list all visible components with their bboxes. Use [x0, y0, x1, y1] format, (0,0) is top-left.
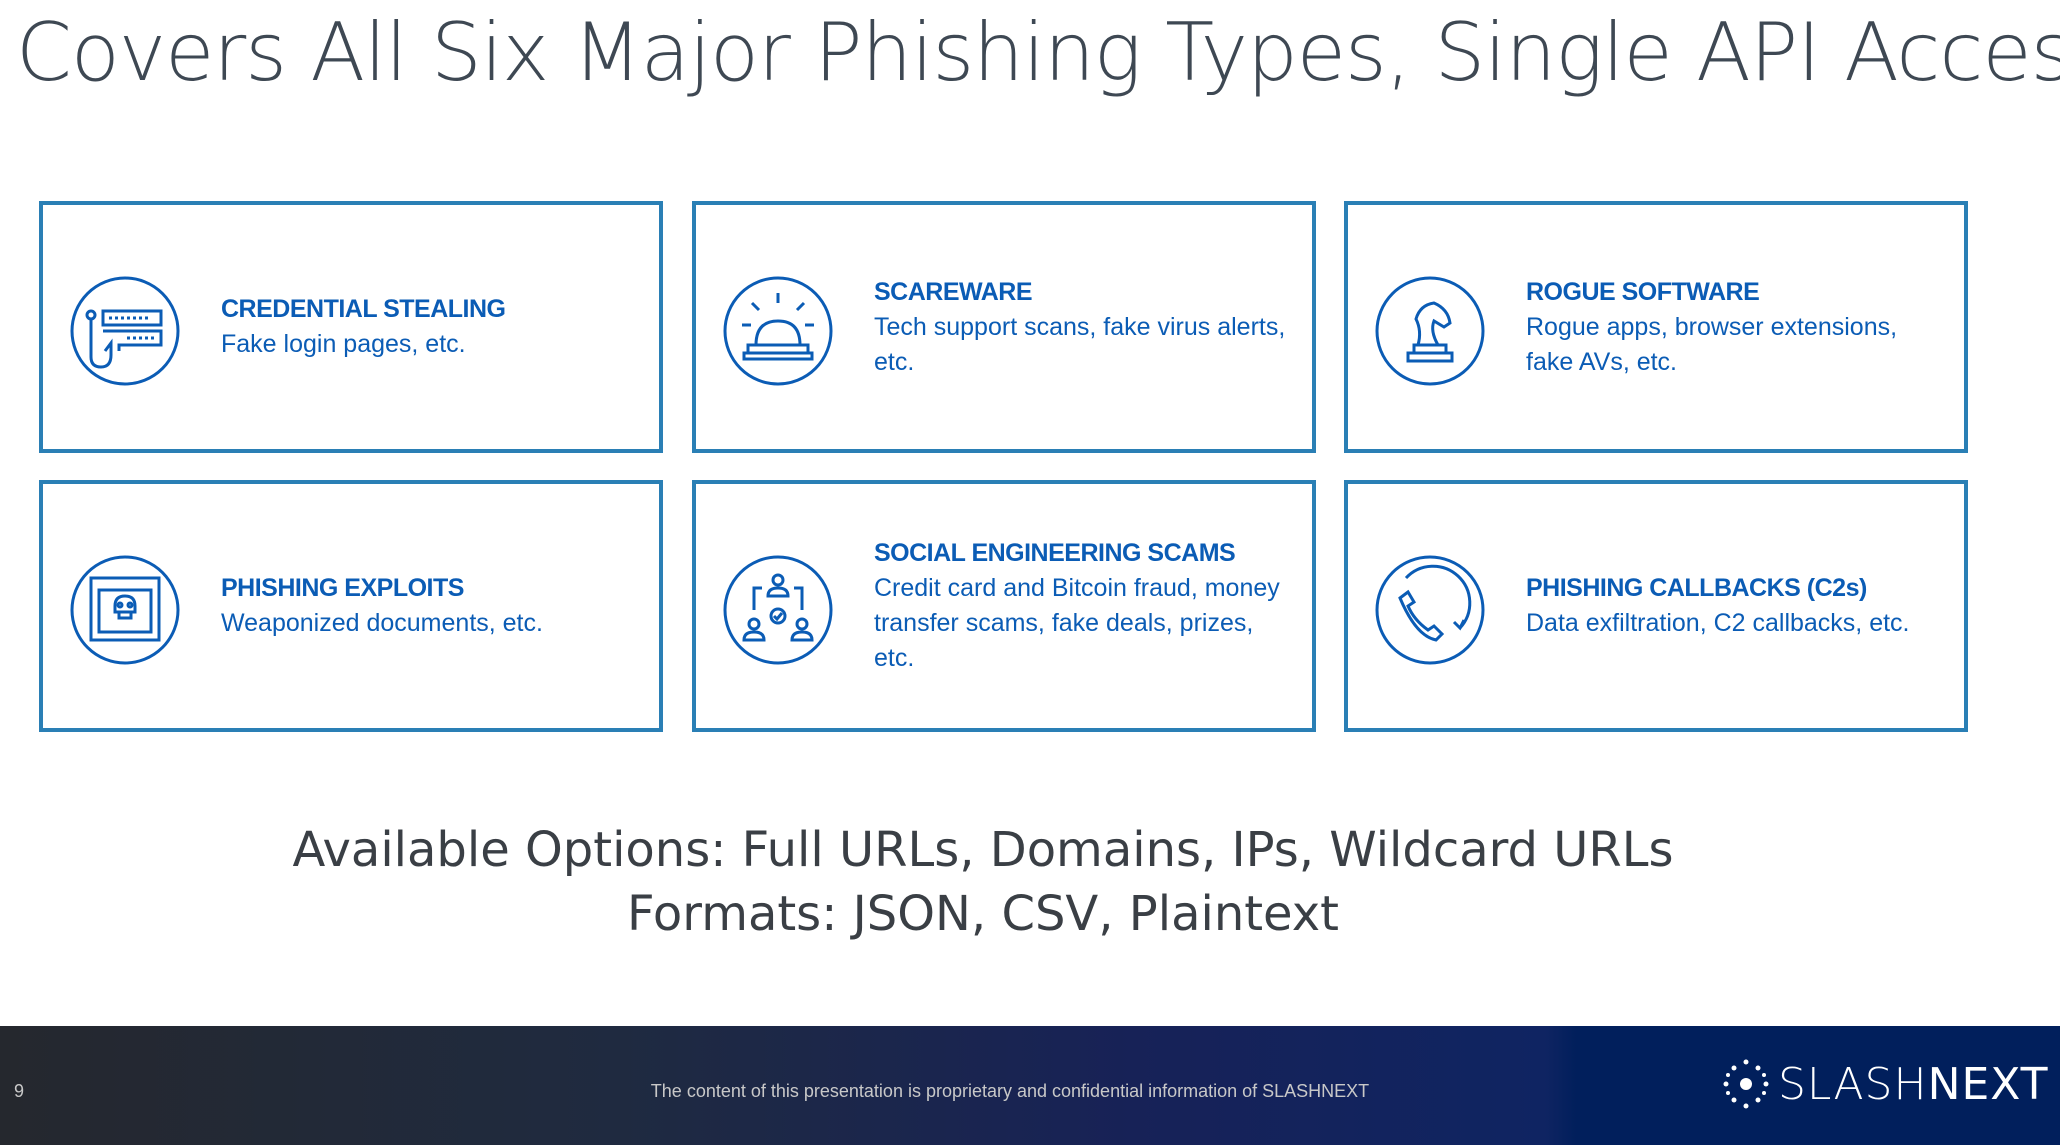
- footer-bar: [0, 1026, 2060, 1145]
- card-rogue-software: ROGUE SOFTWARE Rogue apps, browser extens…: [1344, 201, 1968, 453]
- alarm-siren-icon: [723, 276, 833, 386]
- card-body: Weaponized documents, etc.: [221, 609, 543, 637]
- page-number: 9: [14, 1081, 25, 1101]
- card-phishing-callbacks: PHISHING CALLBACKS (C2s) Data exfiltratio…: [1344, 480, 1968, 732]
- card-credential-stealing: CREDENTIAL STEALING Fake login pages, etc…: [39, 201, 663, 453]
- card-scareware: SCAREWARE Tech support scans, fake virus …: [692, 201, 1316, 453]
- card-body: Data exfiltration, C2 callbacks, etc.: [1526, 609, 1910, 637]
- card-heading: SCAREWARE: [874, 277, 1033, 306]
- options-text: Available Options: Full URLs, Domains, I…: [0, 818, 1966, 946]
- card-body: Tech support scans, fake virus alerts, e…: [874, 312, 1286, 376]
- card-heading: SOCIAL ENGINEERING SCAMS: [874, 539, 1236, 567]
- card-heading: PHISHING EXPLOITS: [221, 574, 464, 602]
- card-phishing-exploits: PHISHING EXPLOITS Weaponized documents, e…: [39, 480, 663, 732]
- formats-line: Formats: JSON, CSV, Plaintext: [627, 886, 1339, 942]
- slide-title: Covers All Six Major Phishing Types, Sin…: [16, 6, 2060, 99]
- skull-document-icon: [70, 555, 180, 665]
- slashnext-logo: SLASHNEXT: [1722, 1058, 2049, 1110]
- chess-knight-icon: [1375, 276, 1485, 386]
- card-social-engineering: SOCIAL ENGINEERING SCAMS Credit card and …: [692, 480, 1316, 732]
- card-heading: PHISHING CALLBACKS (C2s): [1526, 574, 1867, 602]
- card-heading: ROGUE SOFTWARE: [1526, 277, 1760, 306]
- phone-callback-icon: [1375, 555, 1485, 665]
- people-network-icon: [723, 555, 833, 665]
- logo-next: NEXT: [1927, 1058, 2049, 1110]
- confidential-notice: The content of this presentation is prop…: [650, 1081, 1370, 1101]
- logo-mark-icon: [1723, 1059, 1769, 1109]
- hook-login-icon: [70, 276, 180, 386]
- card-body: Rogue apps, browser extensions, fake AVs…: [1526, 312, 1898, 376]
- card-body: Credit card and Bitcoin fraud, money tra…: [874, 574, 1280, 672]
- logo-slash: SLASH: [1778, 1058, 1928, 1110]
- card-heading: CREDENTIAL STEALING: [221, 295, 506, 323]
- card-body: Fake login pages, etc.: [221, 330, 466, 358]
- options-line: Available Options: Full URLs, Domains, I…: [292, 822, 1674, 878]
